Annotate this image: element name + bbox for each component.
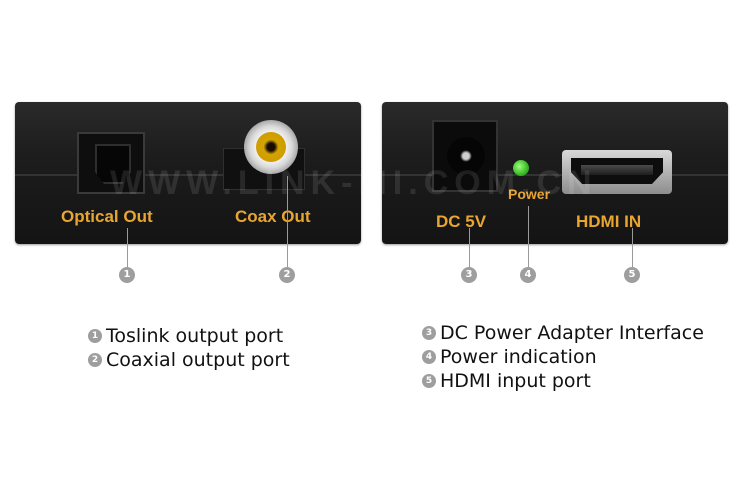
legend-number-2: 2 [88, 353, 102, 367]
legend-number-4: 4 [422, 350, 436, 364]
coax-out-label: Coax Out [235, 207, 311, 226]
device-ridge [15, 174, 361, 176]
legend-item: 4 Power indication [422, 345, 704, 369]
optical-coax-device: Optical Out Coax Out [15, 102, 361, 244]
dc-5v-label: DC 5V [436, 212, 487, 231]
legend-text-4: Power indication [440, 346, 597, 368]
callout-marker-3: 3 [461, 267, 477, 283]
callout-marker-1: 1 [119, 267, 135, 283]
hdmi-in-port [562, 150, 672, 194]
legend-item: 5 HDMI input port [422, 369, 704, 393]
legend-text-3: DC Power Adapter Interface [440, 322, 704, 344]
legend-number-3: 3 [422, 326, 436, 340]
callout-marker-4: 4 [520, 267, 536, 283]
hdmi-input-device: Power DC 5V HDMI IN [382, 102, 728, 244]
leader-line-4 [528, 206, 529, 268]
legend-number-5: 5 [422, 374, 436, 388]
legend-number-1: 1 [88, 329, 102, 343]
power-led [513, 160, 529, 176]
leader-line-1 [127, 228, 128, 268]
optical-port-opening [95, 144, 131, 184]
dc-power-port [432, 120, 498, 192]
coax-port-center [256, 132, 286, 162]
legend-left: 1 Toslink output port 2 Coaxial output p… [88, 324, 290, 372]
hdmi-port-contacts [581, 165, 653, 175]
coax-out-port [244, 120, 298, 174]
legend-item: 3 DC Power Adapter Interface [422, 321, 704, 345]
legend-right: 3 DC Power Adapter Interface 4 Power ind… [422, 321, 704, 393]
device-ridge [382, 174, 728, 176]
callout-marker-5: 5 [624, 267, 640, 283]
optical-out-label: Optical Out [61, 207, 153, 226]
hdmi-port-opening [571, 158, 663, 184]
power-label: Power [508, 186, 551, 202]
watermark: WWW.LINK-MI.COM.CN [110, 164, 598, 202]
leader-line-5 [632, 228, 633, 268]
dc-port-socket [447, 137, 485, 175]
hdmi-in-label: HDMI IN [576, 212, 642, 231]
callout-marker-2: 2 [279, 267, 295, 283]
leader-line-3 [469, 228, 470, 268]
legend-item: 2 Coaxial output port [88, 348, 290, 372]
legend-item: 1 Toslink output port [88, 324, 290, 348]
leader-line-2 [287, 176, 288, 268]
legend-text-2: Coaxial output port [106, 349, 290, 371]
legend-text-1: Toslink output port [106, 325, 284, 347]
optical-out-port [77, 132, 145, 194]
legend-text-5: HDMI input port [440, 370, 591, 392]
